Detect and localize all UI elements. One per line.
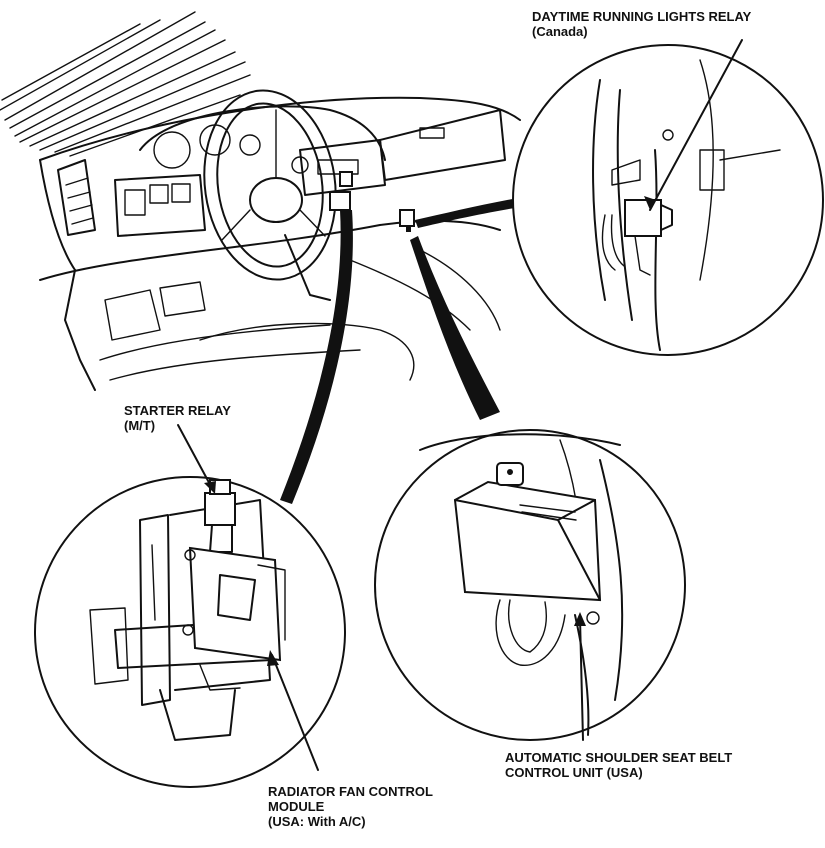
starter-relay-title: STARTER RELAY <box>124 403 231 418</box>
starter-relay-subtitle: (M/T) <box>124 418 156 433</box>
starter-relay-label: STARTER RELAY (M/T) <box>124 403 231 433</box>
radiator-fan-module-body <box>188 546 282 662</box>
seatbelt-control-unit-body <box>453 480 602 602</box>
seatbelt-unit-line1: AUTOMATIC SHOULDER SEAT BELT <box>505 750 733 765</box>
connector-band-starter <box>280 210 353 504</box>
leader-radiator-fan <box>271 654 319 771</box>
seatbelt-unit-label: AUTOMATIC SHOULDER SEAT BELT CONTROL UNI… <box>505 750 732 780</box>
connector-band-seatbelt <box>410 236 500 420</box>
dashboard-interior-illustration <box>0 11 521 391</box>
windshield-hatching <box>0 11 251 157</box>
leader-starter <box>177 424 214 491</box>
radiator-fan-module-line1: RADIATOR FAN CONTROL <box>268 784 433 799</box>
drl-inset-circle <box>512 44 824 356</box>
drl-relay-title: DAYTIME RUNNING LIGHTS RELAY <box>532 9 752 24</box>
starter-relay-inset <box>34 476 346 788</box>
starter-inset-circle <box>34 476 346 788</box>
radiator-fan-module-label: RADIATOR FAN CONTROL MODULE (USA: With A… <box>268 784 433 829</box>
drl-relay-subtitle: (Canada) <box>532 24 588 39</box>
radiator-fan-module-line2: MODULE <box>268 799 325 814</box>
seatbelt-unit-inset <box>374 429 686 741</box>
leader-seatbelt <box>579 617 584 741</box>
leader-drl <box>649 39 743 211</box>
drl-relay-inset <box>512 44 824 356</box>
seatbelt-unit-line2: CONTROL UNIT (USA) <box>505 765 643 780</box>
drl-relay-label: DAYTIME RUNNING LIGHTS RELAY (Canada) <box>532 9 751 39</box>
starter-relay-body <box>204 492 236 526</box>
leader-lines <box>177 39 743 771</box>
drl-relay-body <box>624 199 662 237</box>
radiator-fan-module-line3: (USA: With A/C) <box>268 814 366 829</box>
